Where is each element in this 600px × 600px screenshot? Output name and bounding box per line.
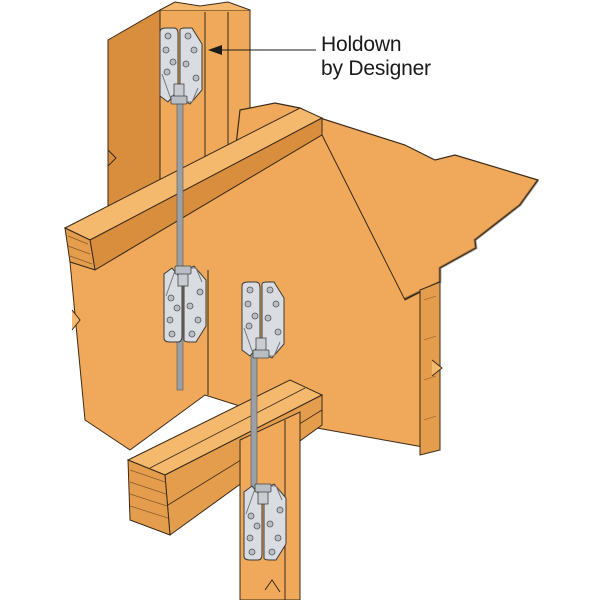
callout-leader [208, 45, 316, 55]
holdown-upper [159, 27, 203, 105]
holdown-callout-label: Holdown by Designer [321, 33, 431, 81]
callout-line-1: Holdown [321, 33, 402, 56]
holdown-middle-inverted [163, 265, 207, 343]
holdown-middle [241, 281, 285, 359]
callout-line-2: by Designer [321, 57, 431, 80]
rim-beam [63, 107, 324, 271]
holdown-lower-inverted [243, 483, 287, 561]
